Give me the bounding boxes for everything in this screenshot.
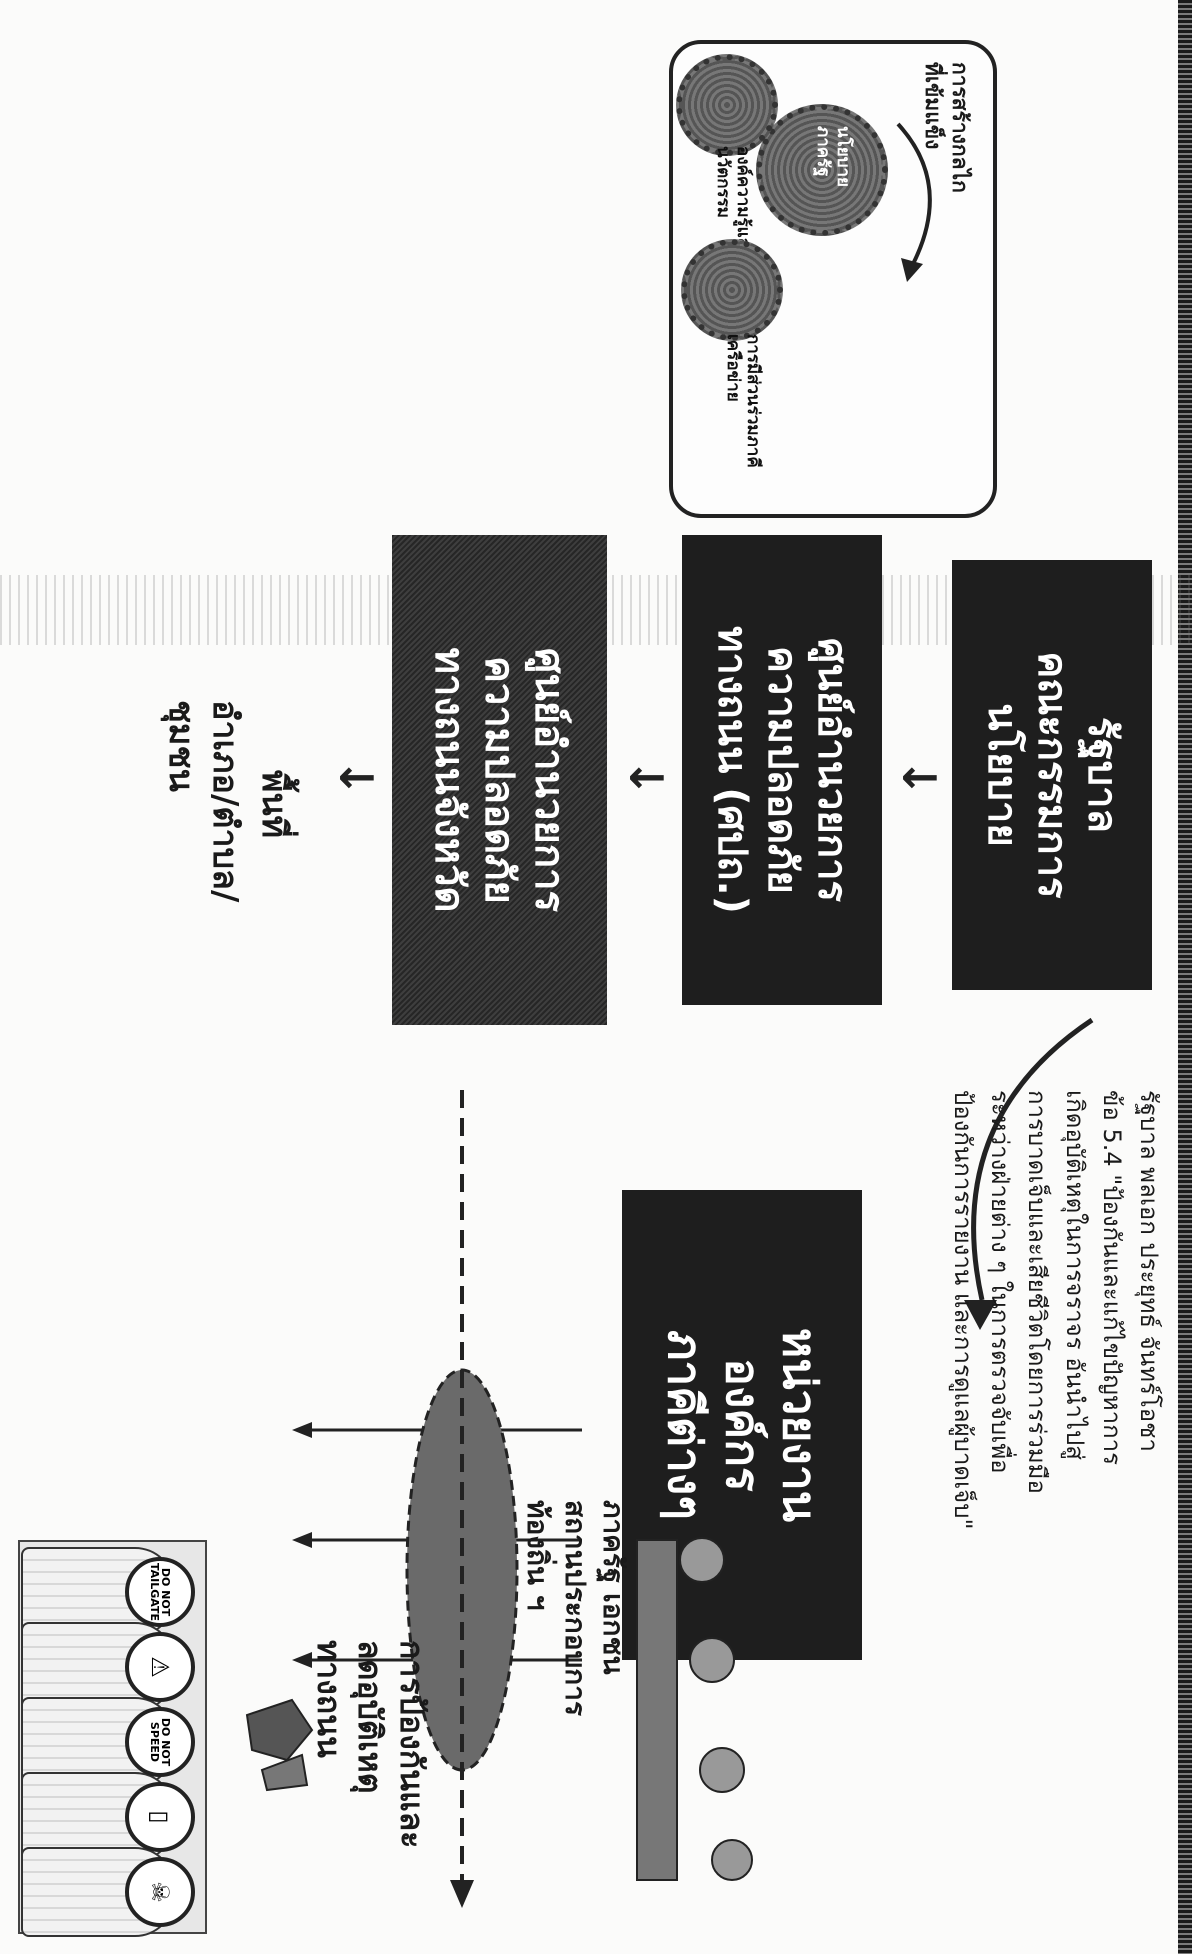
partners-text: ภาครัฐ เอกชน สถานประกอบการ ท้องถิ่น ฯ <box>521 1500 630 1717</box>
box-road-safety-center: ศูนย์อำนวยการ ความปลอดภัย ทางถนน (ศปถ.) <box>682 535 882 1005</box>
box-road-safety-center-label: ศูนย์อำนวยการ ความปลอดภัย ทางถนน (ศปถ.) <box>709 626 855 914</box>
curved-arrow-icon <box>964 1017 1094 1330</box>
teamwork-people-icon <box>636 1537 753 1881</box>
no-drink-sign-icon: ☠ <box>125 1857 195 1927</box>
warning-sign-icon: ⚠ <box>125 1632 195 1702</box>
no-speed-sign-icon: DO NOT SPEED <box>125 1707 195 1777</box>
scan-edge <box>1178 0 1192 1954</box>
flow-arrow-1: → <box>900 752 940 807</box>
area-subtitle: อำเภอ/ตำบล/ ชุมชน <box>160 700 245 903</box>
flow-arrow-2: → <box>627 752 667 807</box>
safety-signs-panel: DO NOT TAILGATE ⚠ DO NOT SPEED ▯ ☠ <box>18 1540 207 1937</box>
area-title: พื้นที่ <box>254 770 294 839</box>
convergence-arrows <box>292 1090 582 1908</box>
mechanism-box: การสร้างกลไก ที่เข้มแข็ง นโยบาย ภาครัฐ อ… <box>669 40 997 518</box>
flow-arrow-3: → <box>337 752 377 807</box>
cycle-arrow-icon <box>896 122 932 282</box>
box-government-label: รัฐบาล คณะกรรมการ นโยบาย <box>979 651 1125 899</box>
policy-note: รัฐบาล พลเอก ประยุทธ์ จันทร์โอชา ข้อ 5.4… <box>949 1090 1163 1530</box>
box-provincial-center-label: ศูนย์อำนวยการ ความปลอดภัย ทางถนนจังหวัด <box>426 647 573 913</box>
goal-text: การป้องกันและ ลดอุบัติเหตุ ทางถนน <box>309 1640 431 1849</box>
no-tailgate-sign-icon: DO NOT TAILGATE <box>125 1557 195 1627</box>
phone-sign-icon: ▯ <box>125 1782 195 1852</box>
box-government: รัฐบาล คณะกรรมการ นโยบาย <box>952 560 1152 990</box>
debris-scatter-icon <box>245 1698 314 1792</box>
box-agencies-label: หน่วยงาน องค์กร ภาคีต่างๆ <box>658 1327 828 1523</box>
box-provincial-center: ศูนย์อำนวยการ ความปลอดภัย ทางถนนจังหวัด <box>392 535 607 1025</box>
